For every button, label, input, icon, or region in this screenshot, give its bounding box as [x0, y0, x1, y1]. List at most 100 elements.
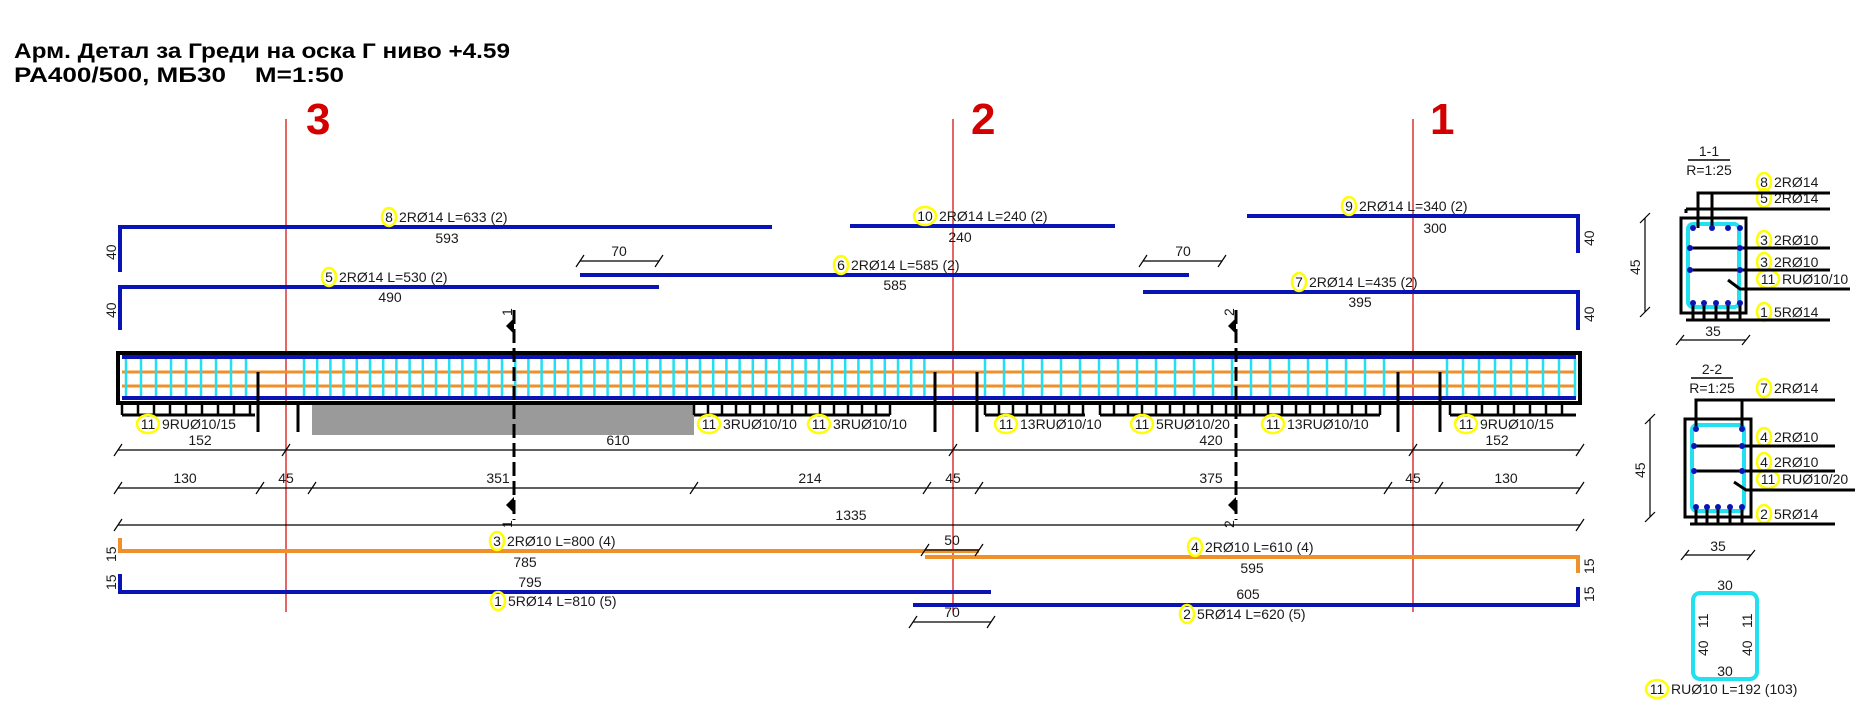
- mark-number: 7: [1295, 274, 1303, 290]
- bar-label-5: 5 2RØ14 L=530 (2): [320, 266, 448, 288]
- mark-circle-icon: [806, 413, 832, 435]
- mark-spec: 2RØ14 L=585 (2): [851, 257, 960, 273]
- dimension-row-2-value: 45: [1405, 470, 1421, 486]
- section-arrow-icon: [1228, 318, 1236, 334]
- mark-spec: RUØ10/10: [1782, 271, 1848, 287]
- mark-number: 8: [1760, 174, 1768, 190]
- dimension-tick: [1434, 481, 1444, 495]
- dimension-row-2-value: 351: [486, 470, 510, 486]
- dimension-tick: [1575, 518, 1585, 532]
- bar-1: [118, 574, 991, 594]
- mark-number: 10: [917, 208, 933, 224]
- bar-length: 585: [883, 277, 907, 293]
- mark-circle-icon: [1260, 413, 1286, 435]
- hook-dimension: 40: [1581, 230, 1597, 246]
- mark-circle-icon: [912, 205, 938, 227]
- bar-length: 395: [1348, 294, 1372, 310]
- section-height: 45: [1632, 462, 1648, 478]
- hook-dimension: 15: [1581, 586, 1597, 602]
- mark-number: 11: [999, 416, 1014, 432]
- mark-spec: 5RØ14 L=810 (5): [508, 593, 617, 609]
- dimension-tick: [281, 443, 291, 457]
- mark-spec: 2RØ10: [1774, 232, 1819, 248]
- stirrup-top-dim: 30: [1717, 577, 1733, 593]
- hook-dimension: 40: [1581, 306, 1597, 322]
- mark-spec: 3RUØ10/10: [833, 416, 907, 432]
- mark-circle-icon: [1129, 413, 1155, 435]
- dimension-tick: [654, 254, 664, 268]
- mark-spec: 2RØ14 L=633 (2): [399, 209, 508, 225]
- stirrup-hook-dim: 11: [1739, 613, 1755, 628]
- axis-label-2: 2: [971, 95, 995, 144]
- mark-number: 7: [1760, 380, 1768, 396]
- mark-circle-icon: [489, 590, 507, 612]
- dimension-row-2-value: 130: [173, 470, 197, 486]
- drawing-title: Арм. Детал за Греди на оска Г ниво +4.59: [14, 40, 510, 63]
- dimension-tick: [575, 254, 585, 268]
- dimension-tick: [974, 481, 984, 495]
- bar-length: 795: [518, 574, 542, 590]
- dimension-row-2-value: 214: [798, 470, 822, 486]
- dimension-tick: [1383, 481, 1393, 495]
- stirrup-side-dim: 40: [1695, 640, 1711, 656]
- mark-circle-icon: [1755, 377, 1773, 399]
- bar-5: [118, 285, 659, 330]
- column-lines: [256, 372, 1442, 432]
- dimension-tick: [922, 481, 932, 495]
- mark-number: 11: [1650, 681, 1665, 697]
- section-arrow-icon: [506, 318, 514, 334]
- mark-number: 2: [1760, 506, 1768, 522]
- section-stirrup: [1686, 222, 1741, 309]
- stirrup-bottom-dim: 30: [1717, 663, 1733, 679]
- bar-7: [1143, 290, 1580, 330]
- mark-circle-icon: [1755, 187, 1773, 209]
- mark-number: 2: [1183, 606, 1191, 622]
- dimension-tick: [986, 615, 996, 629]
- dimension-tick: [1575, 443, 1585, 457]
- mark-spec: 2RØ10: [1774, 429, 1819, 445]
- mark-circle-icon: [1178, 603, 1196, 625]
- section-scale: R=1:25: [1686, 162, 1732, 178]
- mark-spec: 2RØ10: [1774, 454, 1819, 470]
- mark-spec: 2RØ14 L=530 (2): [339, 269, 448, 285]
- bar-length: 593: [435, 230, 459, 246]
- bar-length: 490: [378, 289, 402, 305]
- section-cut-label: 1: [499, 520, 515, 528]
- mark-number: 5: [1760, 190, 1768, 206]
- section-arrow-icon: [506, 497, 514, 513]
- mark-number: 11: [702, 416, 717, 432]
- section-scale: R=1:25: [1689, 380, 1735, 396]
- mark-number: 9: [1345, 198, 1353, 214]
- stirrup-hook-dim: 11: [1695, 613, 1711, 628]
- hook-dimension: 15: [103, 574, 119, 590]
- mark-number: 11: [1135, 416, 1150, 432]
- section-width: 35: [1710, 538, 1726, 554]
- mark-circle-icon: [832, 254, 850, 276]
- dimension-row-2-value: 45: [945, 470, 961, 486]
- dimension-tick: [1138, 254, 1148, 268]
- section-stirrup: [1690, 423, 1746, 513]
- beam-outline: [116, 351, 1582, 405]
- dimension-tick: [974, 543, 984, 557]
- dimension-total-value: 1335: [835, 507, 866, 523]
- section-width: 35: [1705, 323, 1721, 339]
- mark-number: 11: [1761, 271, 1776, 287]
- bar-9: [1247, 214, 1580, 253]
- mark-number: 5: [325, 269, 333, 285]
- mark-number: 3: [1760, 254, 1768, 270]
- dimension-tick: [908, 615, 918, 629]
- dimension-row-1-value: 152: [1485, 432, 1509, 448]
- dimension-tick: [113, 518, 123, 532]
